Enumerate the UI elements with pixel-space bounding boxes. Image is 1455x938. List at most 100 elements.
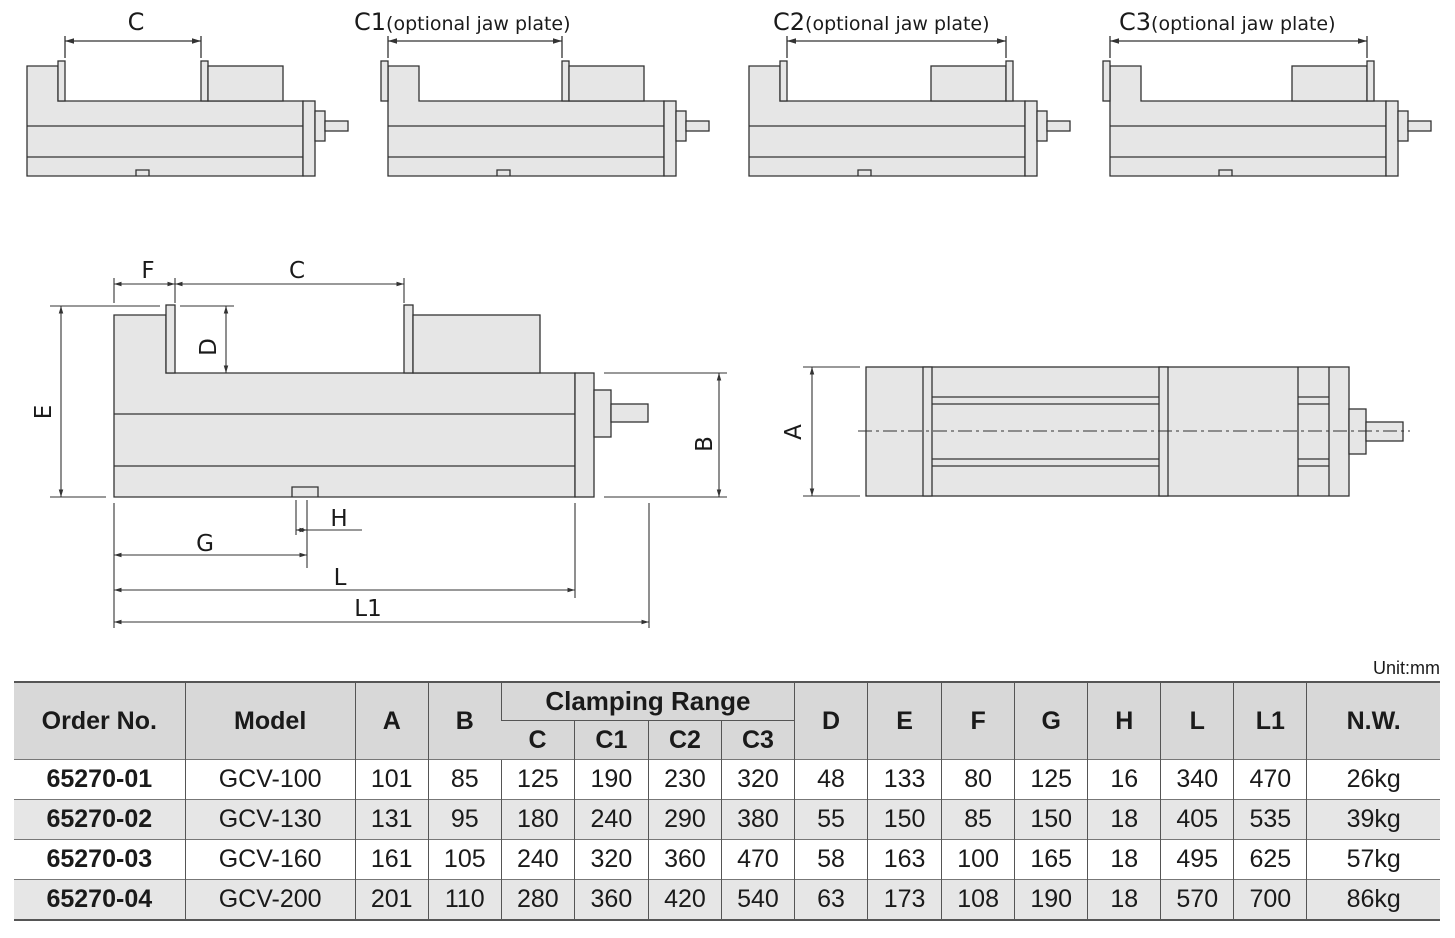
header-c3: C3 xyxy=(720,720,795,760)
cell-b: 95 xyxy=(427,799,502,840)
cell-h: 16 xyxy=(1087,759,1161,800)
cell-model: GCV-160 xyxy=(184,839,356,880)
cell-c: 280 xyxy=(500,879,575,921)
dim-c-label: C xyxy=(128,8,145,36)
header-c: C xyxy=(501,720,575,760)
cell-f: 100 xyxy=(941,839,1015,880)
dim-a-label: A xyxy=(781,424,807,440)
cell-c3: 540 xyxy=(720,879,795,921)
cell-d: 48 xyxy=(794,759,868,800)
cell-g: 165 xyxy=(1014,839,1088,880)
header-d: D xyxy=(794,681,868,760)
cell-e: 173 xyxy=(867,879,942,921)
cell-c: 180 xyxy=(500,799,575,840)
table-row: 65270-01 GCV-100 101 85 125 190 230 320 … xyxy=(14,759,1440,800)
vise-side-view xyxy=(113,304,649,498)
header-l: L xyxy=(1160,681,1234,760)
vise-view-c3 xyxy=(1102,36,1432,177)
cell-nw: 57kg xyxy=(1306,839,1440,880)
cell-c1: 360 xyxy=(573,879,649,921)
cell-h: 18 xyxy=(1087,879,1161,921)
cell-c3: 320 xyxy=(720,759,795,800)
header-c2: C2 xyxy=(647,720,722,760)
technical-drawings: C C1(optional jaw plate) C2(optional jaw… xyxy=(26,8,1432,628)
cell-l1: 470 xyxy=(1233,759,1307,800)
unit-label: Unit:mm xyxy=(1373,658,1440,678)
cell-h: 18 xyxy=(1087,839,1161,880)
dim-h-label: H xyxy=(330,506,347,532)
cell-g: 150 xyxy=(1014,799,1088,840)
dim-d-label: D xyxy=(196,338,222,356)
header-model: Model xyxy=(184,681,356,760)
cell-l1: 700 xyxy=(1233,879,1307,921)
cell-c2: 360 xyxy=(647,839,722,880)
cell-order-no: 65270-02 xyxy=(14,799,186,840)
cell-order-no: 65270-03 xyxy=(14,839,186,880)
cell-model: GCV-200 xyxy=(184,879,356,921)
cell-a: 201 xyxy=(354,879,429,921)
cell-c1: 320 xyxy=(573,839,649,880)
header-clamping-range: Clamping Range xyxy=(500,681,795,721)
cell-g: 190 xyxy=(1014,879,1088,921)
dim-c-main-label: C xyxy=(289,258,305,284)
dim-g-label: G xyxy=(196,531,214,557)
vise-view-c2 xyxy=(748,36,1071,177)
dim-b-label: B xyxy=(692,436,718,452)
cell-f: 85 xyxy=(941,799,1015,840)
cell-c2: 290 xyxy=(647,799,722,840)
cell-d: 58 xyxy=(794,839,868,880)
header-g: G xyxy=(1014,681,1088,760)
cell-nw: 86kg xyxy=(1306,879,1440,921)
cell-f: 108 xyxy=(941,879,1015,921)
cell-c1: 240 xyxy=(573,799,649,840)
header-f: F xyxy=(941,681,1015,760)
cell-c2: 230 xyxy=(647,759,722,800)
cell-nw: 26kg xyxy=(1306,759,1440,800)
header-e: E xyxy=(867,681,942,760)
cell-b: 105 xyxy=(427,839,502,880)
header-order-no: Order No. xyxy=(14,681,186,760)
cell-e: 150 xyxy=(867,799,942,840)
cell-order-no: 65270-04 xyxy=(14,879,186,921)
cell-f: 80 xyxy=(941,759,1015,800)
dim-l1-label: L1 xyxy=(354,596,381,622)
cell-l: 340 xyxy=(1160,759,1234,800)
dim-e-label: E xyxy=(31,405,57,420)
cell-a: 161 xyxy=(354,839,429,880)
vise-view-c1 xyxy=(380,36,710,177)
header-c1: C1 xyxy=(573,720,649,760)
dim-c2-label: C2(optional jaw plate) xyxy=(773,8,990,36)
cell-l: 570 xyxy=(1160,879,1234,921)
table-row: 65270-02 GCV-130 131 95 180 240 290 380 … xyxy=(14,799,1440,840)
cell-c: 125 xyxy=(500,759,575,800)
header-a: A xyxy=(354,681,429,760)
vise-view-c xyxy=(26,36,349,177)
dim-l-label: L xyxy=(334,565,347,591)
spec-table: Order No. Model A B Clamping Range D E F… xyxy=(14,681,1440,921)
cell-c3: 380 xyxy=(720,799,795,840)
cell-e: 133 xyxy=(867,759,942,800)
dim-f-label: F xyxy=(141,258,154,284)
top-view-dimensions xyxy=(803,366,860,497)
dim-c1-label: C1(optional jaw plate) xyxy=(354,8,571,36)
cell-l1: 625 xyxy=(1233,839,1307,880)
cell-h: 18 xyxy=(1087,799,1161,840)
cell-d: 63 xyxy=(794,879,868,921)
cell-model: GCV-100 xyxy=(184,759,356,800)
header-nw: N.W. xyxy=(1306,681,1440,760)
cell-d: 55 xyxy=(794,799,868,840)
cell-c1: 190 xyxy=(573,759,649,800)
cell-b: 85 xyxy=(427,759,502,800)
cell-nw: 39kg xyxy=(1306,799,1440,840)
side-view-dimensions xyxy=(50,278,727,628)
cell-model: GCV-130 xyxy=(184,799,356,840)
cell-l1: 535 xyxy=(1233,799,1307,840)
cell-order-no: 65270-01 xyxy=(14,759,186,800)
cell-g: 125 xyxy=(1014,759,1088,800)
cell-c2: 420 xyxy=(647,879,722,921)
cell-l: 495 xyxy=(1160,839,1234,880)
cell-a: 101 xyxy=(354,759,429,800)
header-h: H xyxy=(1087,681,1161,760)
cell-c3: 470 xyxy=(720,839,795,880)
table-row: 65270-04 GCV-200 201 110 280 360 420 540… xyxy=(14,879,1440,921)
